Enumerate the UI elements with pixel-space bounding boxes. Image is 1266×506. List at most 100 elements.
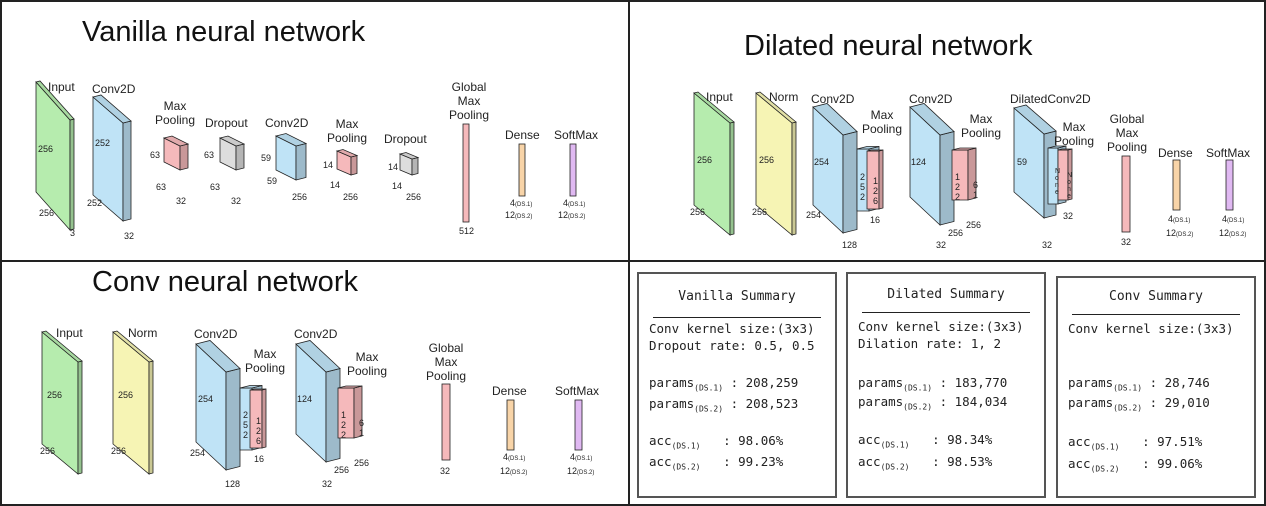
conv-conv1-d1: 254 xyxy=(198,394,214,404)
dilated-dconv-d3: 32 xyxy=(1063,211,1074,221)
separator: : xyxy=(723,454,731,469)
vanilla-dense-v1: 4(DS.1) xyxy=(510,198,532,210)
dilated-dense-v2: 12(DS.2) xyxy=(1166,228,1193,240)
conv-kernel-text: Conv kernel size:(3x3) xyxy=(1068,321,1234,336)
conv-pool2-d2: 61 xyxy=(359,418,365,438)
params-value: 184,034 xyxy=(954,394,1008,409)
ds-subscript: (DS.1) xyxy=(694,383,724,393)
vanilla-acc-ds1: acc(DS.1) : 98.06% xyxy=(649,433,783,451)
conv-softmax-v1: 4(DS.1) xyxy=(570,452,592,464)
vanilla-pool1-d1: 63 xyxy=(150,150,161,160)
vanilla-drop2-d3: 256 xyxy=(406,192,422,202)
summary-divider xyxy=(862,312,1030,313)
acc-value: 97.51% xyxy=(1157,434,1203,449)
conv-pool2-d3: 256 xyxy=(354,458,370,468)
conv-conv1-d3: 128 xyxy=(225,479,241,489)
vanilla-softmax-v2: 12(DS.2) xyxy=(558,210,585,222)
vanilla-pool2-block-side xyxy=(350,154,358,176)
vanilla-conv1-label: Conv2D xyxy=(92,82,136,96)
vanilla-pool1-block-top xyxy=(162,135,190,147)
vanilla-pool1-block-side xyxy=(179,143,189,171)
dilated-pool2-d1: 122 xyxy=(955,172,961,202)
vanilla-conv2-d2: 59 xyxy=(267,176,278,186)
dilated-kernel-text: Conv kernel size:(3x3) xyxy=(858,319,1024,334)
dilated-pool3-label: Max Pooling xyxy=(1053,120,1095,148)
ds-subscript: (DS.2) xyxy=(515,214,533,220)
conv-input-block-top xyxy=(41,330,83,363)
conv-pool1-d2: 126 xyxy=(256,416,262,446)
vanilla-pool1-d2: 63 xyxy=(156,182,167,192)
dilated-pool1-block-top xyxy=(866,149,884,152)
dilated-conv2-d2: 32 xyxy=(936,240,947,250)
ds-subscript: (DS.2) xyxy=(671,462,701,472)
acc-value: 98.06% xyxy=(738,433,784,448)
params-value: 28,746 xyxy=(1164,375,1210,390)
vanilla-drop2-d1: 14 xyxy=(388,162,399,172)
dilated-pool3-conv-block-top xyxy=(1047,145,1067,149)
summary-divider xyxy=(1072,314,1240,315)
conv-pool1-conv-block-top xyxy=(239,385,263,389)
conv-pool1-block-side xyxy=(261,388,267,449)
dilated-pool1-label: Max Pooling xyxy=(861,108,903,136)
vanilla-summary-box: Vanilla Summary Conv kernel size:(3x3) D… xyxy=(637,272,837,498)
vanilla-params-ds1: params(DS.1) : 208,259 xyxy=(649,375,798,393)
conv-pool2-block-top xyxy=(337,385,363,389)
vanilla-input-label: Input xyxy=(48,80,75,94)
dilated-dense-v1: 4(DS.1) xyxy=(1168,214,1190,226)
dilated-conv2-d3: 256 xyxy=(948,228,964,238)
conv-conv2-d2: 32 xyxy=(322,479,333,489)
conv-summary-box: Conv Summary Conv kernel size:(3x3) para… xyxy=(1056,276,1256,498)
separator: : xyxy=(1149,395,1158,410)
ds-subscript: (DS.1) xyxy=(1173,218,1191,224)
dilated-pool1-d2: 126 xyxy=(873,176,879,206)
dilated-rate-text: Dilation rate: 1, 2 xyxy=(858,336,1001,351)
conv-params-ds2: params(DS.2) : 29,010 xyxy=(1068,395,1210,413)
conv-input-d1: 256 xyxy=(47,390,63,400)
conv-dense-label: Dense xyxy=(492,384,527,398)
vanilla-input-d3: 3 xyxy=(70,228,76,238)
conv-pool1-d3: 16 xyxy=(254,454,265,464)
ds-subscript: (DS.2) xyxy=(903,402,933,412)
ds-subscript: (DS.2) xyxy=(880,462,910,472)
dilated-params-ds1: params(DS.1) : 183,770 xyxy=(858,375,1007,393)
ds-subscript: (DS.2) xyxy=(1229,232,1247,238)
dilated-conv2-label: Conv2D xyxy=(909,92,953,106)
conv-gmp-bar xyxy=(441,383,451,461)
dilated-summary-box: Dilated Summary Conv kernel size:(3x3) D… xyxy=(846,272,1046,498)
ds-subscript: (DS.2) xyxy=(1090,464,1120,474)
vanilla-softmax-label: SoftMax xyxy=(554,128,599,142)
dilated-norm-d1: 256 xyxy=(759,155,775,165)
dilated-gmp-d1: 32 xyxy=(1121,237,1132,247)
softmax-value: 12 xyxy=(1219,228,1230,238)
conv-conv1-d2: 254 xyxy=(190,448,206,458)
conv-conv2-d1: 124 xyxy=(297,394,313,404)
dilated-gmp-bar xyxy=(1121,155,1131,233)
conv-acc-ds1: acc(DS.1) : 97.51% xyxy=(1068,434,1202,452)
ds-subscript: (DS.2) xyxy=(1113,403,1143,413)
vanilla-summary-title: Vanilla Summary xyxy=(678,289,796,304)
dilated-conv1-d2: 254 xyxy=(806,210,822,220)
conv-conv2-block-top xyxy=(295,340,341,373)
vanilla-drop2-block-side xyxy=(411,156,419,176)
dilated-dconv-d1: 59 xyxy=(1017,157,1028,167)
dilated-pool2-block-top xyxy=(951,147,977,151)
ds-subscript: (DS.2) xyxy=(1176,232,1194,238)
conv-norm-d1: 256 xyxy=(118,390,134,400)
dilated-norm-block-top xyxy=(755,91,797,124)
dilated-conv2-d1: 124 xyxy=(911,157,927,167)
vanilla-kernel-text: Conv kernel size:(3x3) xyxy=(649,321,815,336)
vanilla-input-d2: 256 xyxy=(39,208,55,218)
params-word: params xyxy=(858,375,904,390)
dilated-norm-d2: 256 xyxy=(752,207,768,217)
acc-word: acc xyxy=(649,454,672,469)
acc-word: acc xyxy=(1068,456,1091,471)
softmax-value: 12 xyxy=(558,210,569,220)
summary-divider xyxy=(653,317,821,318)
dense-value: 12 xyxy=(500,466,511,476)
ds-subscript: (DS.1) xyxy=(515,202,533,208)
conv-conv2-label: Conv2D xyxy=(294,327,338,341)
conv-pool2-label: Max Pooling xyxy=(346,350,388,378)
ds-subscript: (DS.2) xyxy=(577,470,595,476)
separator: : xyxy=(1142,456,1150,471)
